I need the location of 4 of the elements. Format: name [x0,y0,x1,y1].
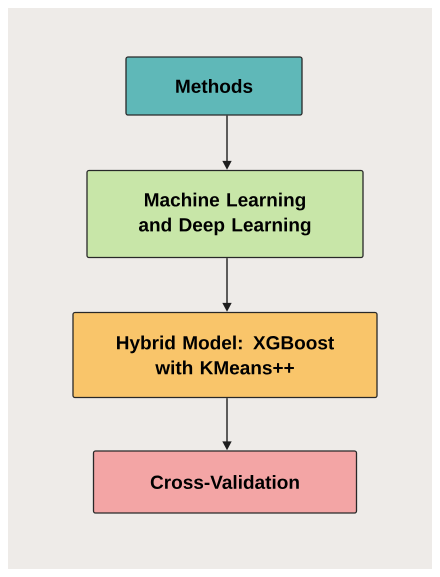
process-box: Hybrid Model: XGBoost with KMeans++ [72,312,378,398]
process-box: Machine Learning and Deep Learning [86,170,364,258]
process-box: Methods [125,56,303,116]
process-box: Cross-Validation [92,450,358,514]
